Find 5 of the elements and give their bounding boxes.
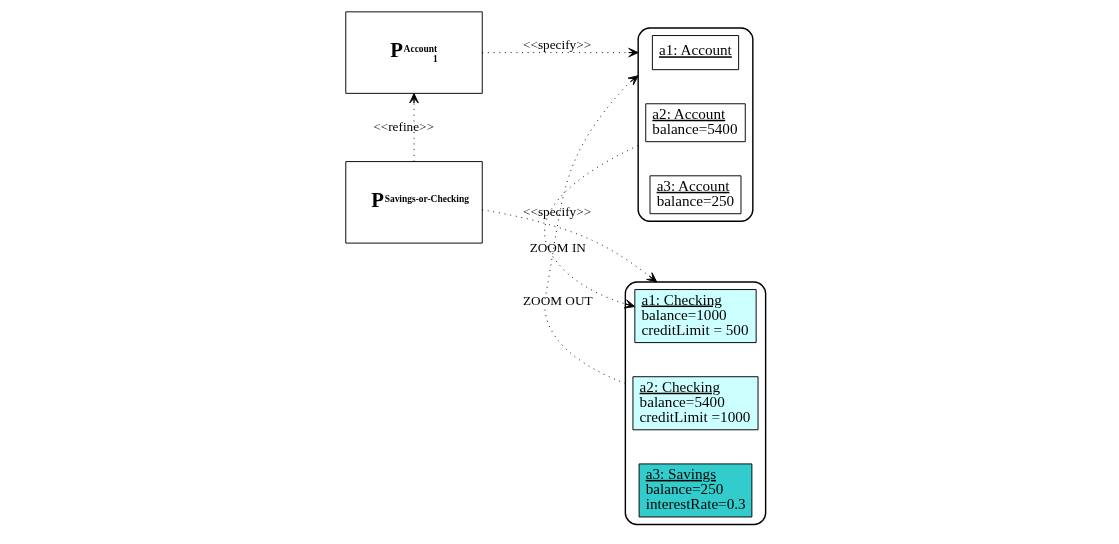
edge-label: <<specify>> [523, 203, 592, 219]
edge-label: ZOOM IN [529, 240, 586, 256]
edge-label: <<refine>> [373, 118, 435, 134]
edge-label: <<specify>> [523, 37, 592, 52]
edge-label: ZOOM OUT [523, 293, 593, 309]
